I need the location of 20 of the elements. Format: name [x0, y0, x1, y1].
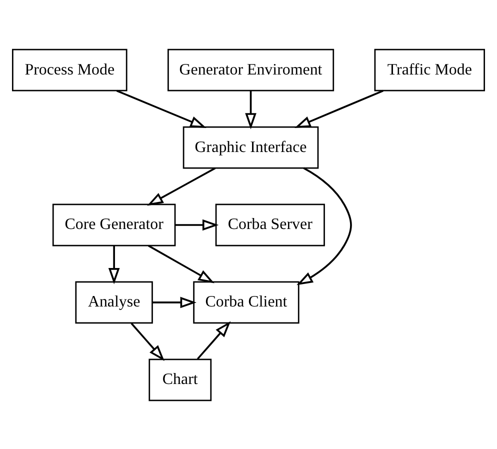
- arrow: [175, 218, 219, 230]
- arrow: [147, 166, 216, 206]
- node-box: Chart: [148, 358, 212, 401]
- arrow: [296, 166, 352, 285]
- arrow: [108, 245, 120, 284]
- arrow: [152, 296, 196, 308]
- node-box: Traffic Mode: [374, 48, 485, 91]
- arrow: [148, 244, 214, 283]
- node-box: Generator Enviroment: [168, 48, 334, 91]
- node-box: Analyse: [75, 280, 153, 324]
- node-box: Corba Client: [193, 280, 300, 324]
- node-box: Graphic Interface: [182, 126, 319, 168]
- arrow: [196, 320, 231, 360]
- arrow: [130, 322, 164, 360]
- node-box: Core Generator: [52, 203, 176, 246]
- arrow: [245, 90, 256, 129]
- node-box: Corba Server: [215, 203, 325, 246]
- node-box: Process Mode: [12, 48, 128, 91]
- arrow: [294, 89, 384, 128]
- arrow: [116, 89, 206, 128]
